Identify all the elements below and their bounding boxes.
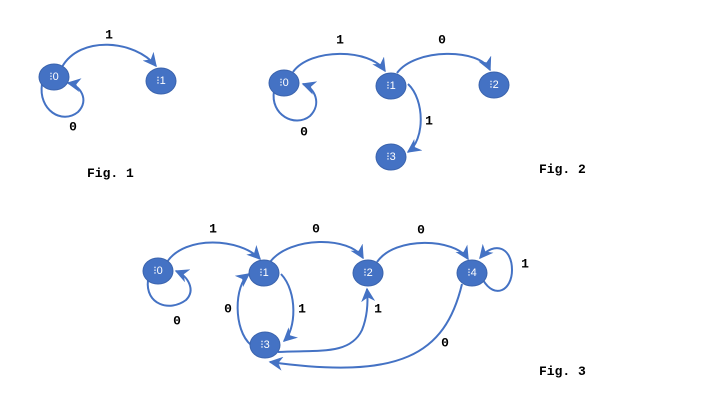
edge-label: 1 [425, 114, 433, 129]
edge-label: 1 [209, 222, 217, 237]
edge-f3-s0-s0-loop [146, 269, 192, 307]
node-label: ⁝1 [259, 267, 269, 279]
edge-label: 1 [336, 33, 344, 48]
edge-f3-s1-s3 [280, 273, 299, 342]
edge-f1-s0-s0-loop [40, 78, 85, 118]
node-label: ⁝1 [156, 75, 166, 87]
node-f3-s1[interactable] [248, 259, 280, 287]
edge-f3-s4-s3 [268, 283, 463, 371]
edge-f3-s3-s1 [234, 273, 252, 346]
edge-f3-s3-s2 [277, 287, 376, 353]
figure-1: ⁝0 ⁝1 1 0 [38, 28, 177, 135]
node-f2-s1[interactable] [375, 72, 407, 100]
edge-label: 1 [105, 28, 113, 43]
node-label: ⁝2 [363, 267, 373, 279]
node-f2-s2[interactable] [478, 71, 510, 99]
node-f1-s0[interactable] [38, 63, 70, 91]
figure-2-caption: Fig. 2 [539, 162, 586, 177]
edge-label: 0 [417, 223, 425, 238]
edge-f2-s0-s0-loop [272, 81, 318, 122]
node-label: ⁝3 [386, 151, 396, 163]
edge-label: 0 [173, 314, 181, 329]
edge-f3-s0-s1 [166, 241, 261, 263]
node-label: ⁝0 [279, 77, 289, 89]
edge-label: 1 [374, 302, 382, 317]
node-f1-s1[interactable] [145, 67, 177, 95]
edge-label: 0 [441, 336, 449, 351]
figure-2: ⁝0 ⁝1 ⁝2 ⁝3 1 0 0 1 [268, 33, 510, 171]
edge-label: 1 [298, 302, 306, 317]
edge-f1-s0-s1 [61, 43, 157, 68]
edge-label: 0 [312, 222, 320, 237]
node-f2-s3[interactable] [375, 143, 407, 171]
edge-f2-s1-s3 [406, 83, 423, 153]
node-label: ⁝0 [49, 71, 59, 83]
edge-f3-s4-s4-loop [479, 243, 514, 292]
edge-label: 0 [300, 125, 308, 140]
edge-f2-s1-s2 [396, 52, 492, 74]
node-label: ⁝3 [260, 339, 270, 351]
node-f3-s3[interactable] [249, 331, 281, 359]
edge-label: 1 [521, 257, 529, 272]
edge-label: 0 [69, 120, 77, 135]
figure-1-caption: Fig. 1 [87, 166, 134, 181]
node-label: ⁝1 [386, 80, 396, 92]
edge-f2-s0-s1 [292, 52, 386, 73]
node-label: ⁝4 [467, 267, 477, 279]
figure-3-caption: Fig. 3 [539, 364, 586, 379]
edge-label: 0 [224, 302, 232, 317]
node-f3-s2[interactable] [352, 259, 384, 287]
node-label: ⁝2 [489, 79, 499, 91]
node-f3-s0[interactable] [142, 257, 174, 285]
edge-f3-s1-s2 [269, 241, 364, 263]
edge-label: 0 [438, 33, 446, 48]
node-label: ⁝0 [153, 265, 163, 277]
figure-3: ⁝0 ⁝1 ⁝2 ⁝3 ⁝4 1 0 0 1 0 1 0 1 0 [142, 222, 529, 371]
edge-f3-s2-s4 [376, 241, 469, 263]
node-f2-s0[interactable] [268, 69, 300, 97]
node-f3-s4[interactable] [456, 259, 488, 287]
